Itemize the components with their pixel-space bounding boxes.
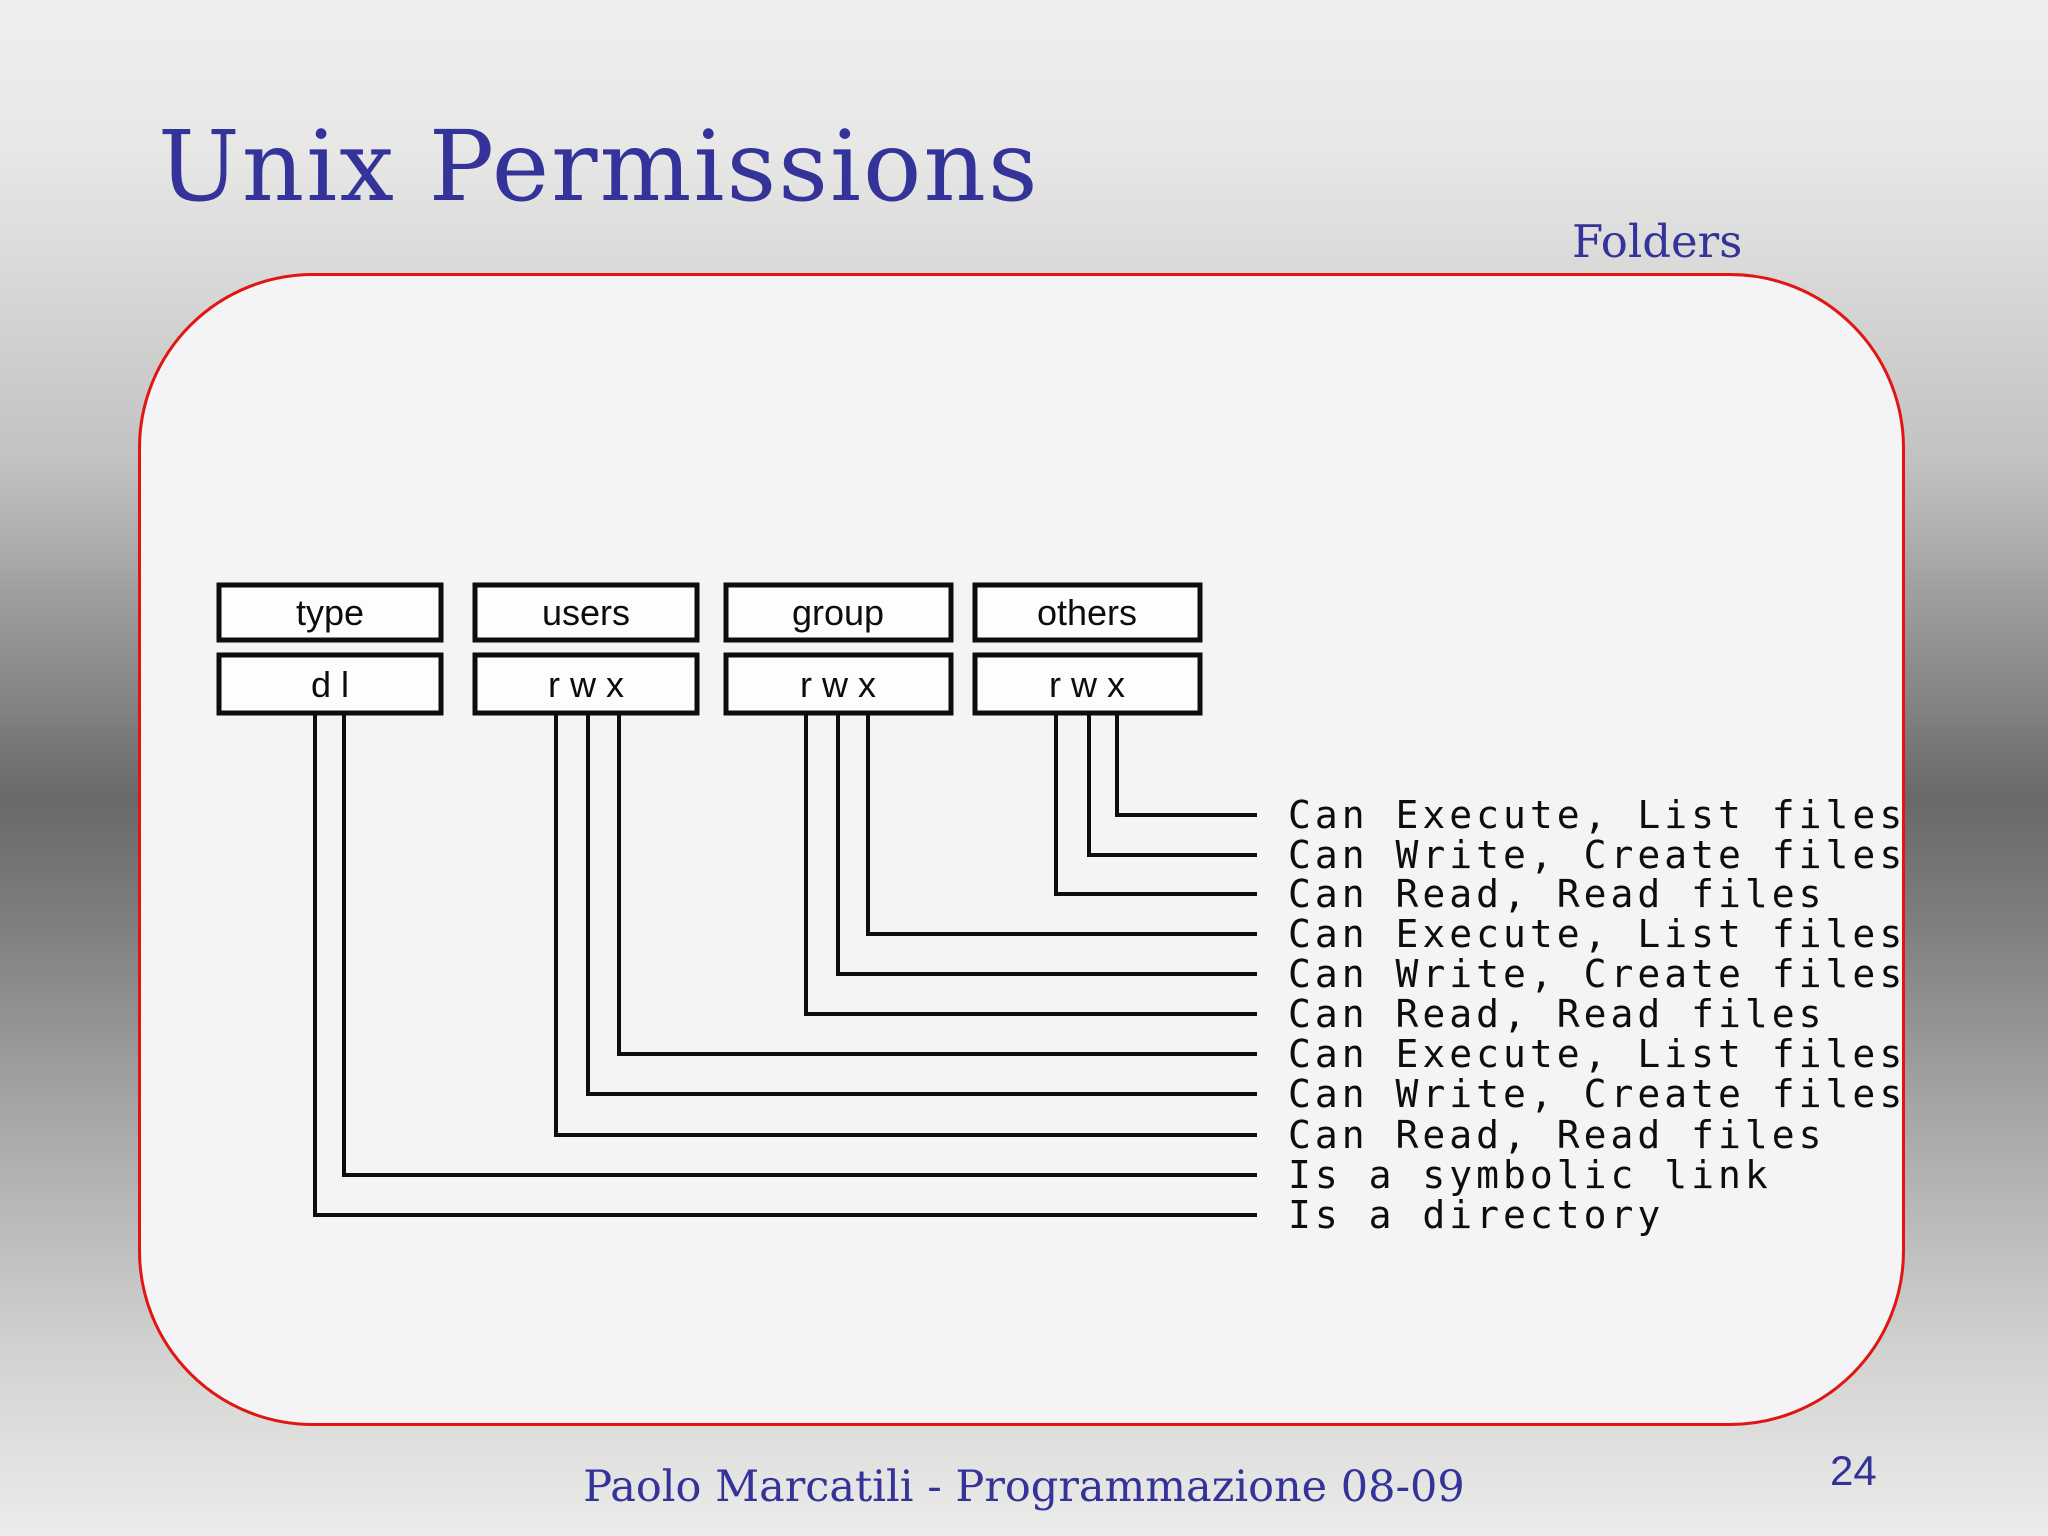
type-value-box (216, 652, 444, 716)
diagram-panel (138, 273, 1905, 1426)
group-value-box (723, 652, 954, 716)
row-label-type-d: Is a directory (1288, 1193, 1664, 1237)
others-header-label: others (1037, 592, 1137, 633)
users-value-label: r w x (548, 664, 624, 705)
others-value-label: r w x (1049, 664, 1125, 705)
connector-type-d (313, 710, 1257, 1217)
type-header-label: type (296, 592, 364, 633)
others-value-box (972, 652, 1203, 716)
row-label-group-x: Can Execute, List files (1288, 912, 1906, 956)
type-header-box (216, 582, 444, 643)
connector-others-x (1115, 710, 1257, 817)
column-group: group r w x (723, 582, 954, 716)
connector-group-x (866, 710, 1257, 936)
row-label-others-x: Can Execute, List files (1288, 793, 1906, 837)
users-value-box (472, 652, 700, 716)
row-label-type-l: Is a symbolic link (1288, 1153, 1772, 1197)
row-label-users-r: Can Read, Read files (1288, 1113, 1826, 1157)
others-header-box (972, 582, 1203, 643)
group-value-label: r w x (800, 664, 876, 705)
connector-users-x (617, 710, 1257, 1056)
column-users: users r w x (472, 582, 700, 716)
connector-group-r (804, 710, 1257, 1016)
column-type: type d l (216, 582, 444, 716)
users-header-label: users (542, 592, 630, 633)
row-label-users-w: Can Write, Create files (1288, 1072, 1906, 1116)
column-others: others r w x (972, 582, 1203, 716)
connector-users-r (554, 710, 1257, 1137)
connector-users-w (586, 710, 1257, 1096)
connector-type-l (342, 710, 1257, 1177)
row-label-others-w: Can Write, Create files (1288, 833, 1906, 877)
row-label-group-r: Can Read, Read files (1288, 992, 1826, 1036)
users-header-box (472, 582, 700, 643)
row-label-others-r: Can Read, Read files (1288, 872, 1826, 916)
folders-label: Folders (1572, 215, 1743, 268)
row-label-users-x: Can Execute, List files (1288, 1032, 1906, 1076)
connector-others-w (1087, 710, 1257, 857)
group-header-box (723, 582, 954, 643)
group-header-label: group (792, 592, 884, 633)
connector-others-r (1054, 710, 1257, 896)
page-number: 24 (1830, 1447, 1877, 1494)
connector-group-w (836, 710, 1257, 976)
footer-credit: Paolo Marcatili - Programmazione 08-09 (583, 1462, 1465, 1512)
slide-title: Unix Permissions (158, 110, 1040, 223)
type-value-label: d l (311, 664, 349, 705)
row-label-group-w: Can Write, Create files (1288, 952, 1906, 996)
